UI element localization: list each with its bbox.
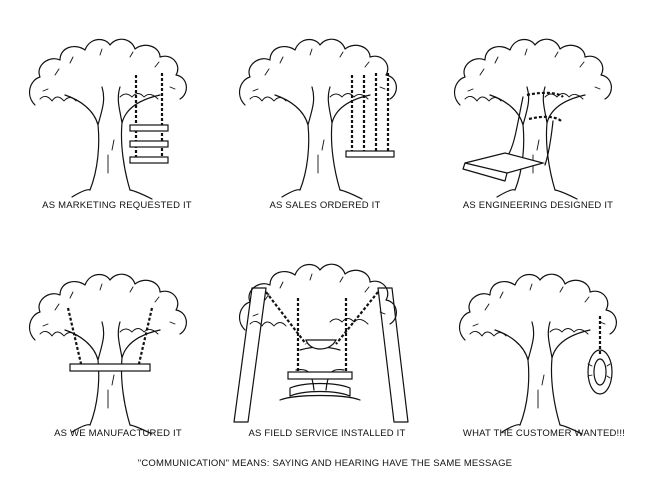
caption-manufactured: AS WE MANUFACTURED IT [54, 428, 182, 439]
panel-customer [458, 273, 618, 435]
footer-message: "COMMUNICATION" MEANS: SAYING AND HEARIN… [137, 458, 513, 469]
panel-manufactured [28, 273, 188, 435]
panel-engineering [453, 38, 613, 200]
caption-field-service: AS FIELD SERVICE INSTALLED IT [248, 428, 406, 439]
caption-sales: AS SALES ORDERED IT [269, 200, 381, 211]
panel-field-service [233, 263, 409, 423]
caption-engineering: AS ENGINEERING DESIGNED IT [462, 200, 614, 211]
caption-customer: WHAT THE CUSTOMER WANTED!!! [462, 428, 626, 439]
caption-marketing: AS MARKETING REQUESTED IT [42, 200, 192, 211]
panel-marketing [28, 38, 188, 200]
panel-sales [238, 38, 398, 200]
